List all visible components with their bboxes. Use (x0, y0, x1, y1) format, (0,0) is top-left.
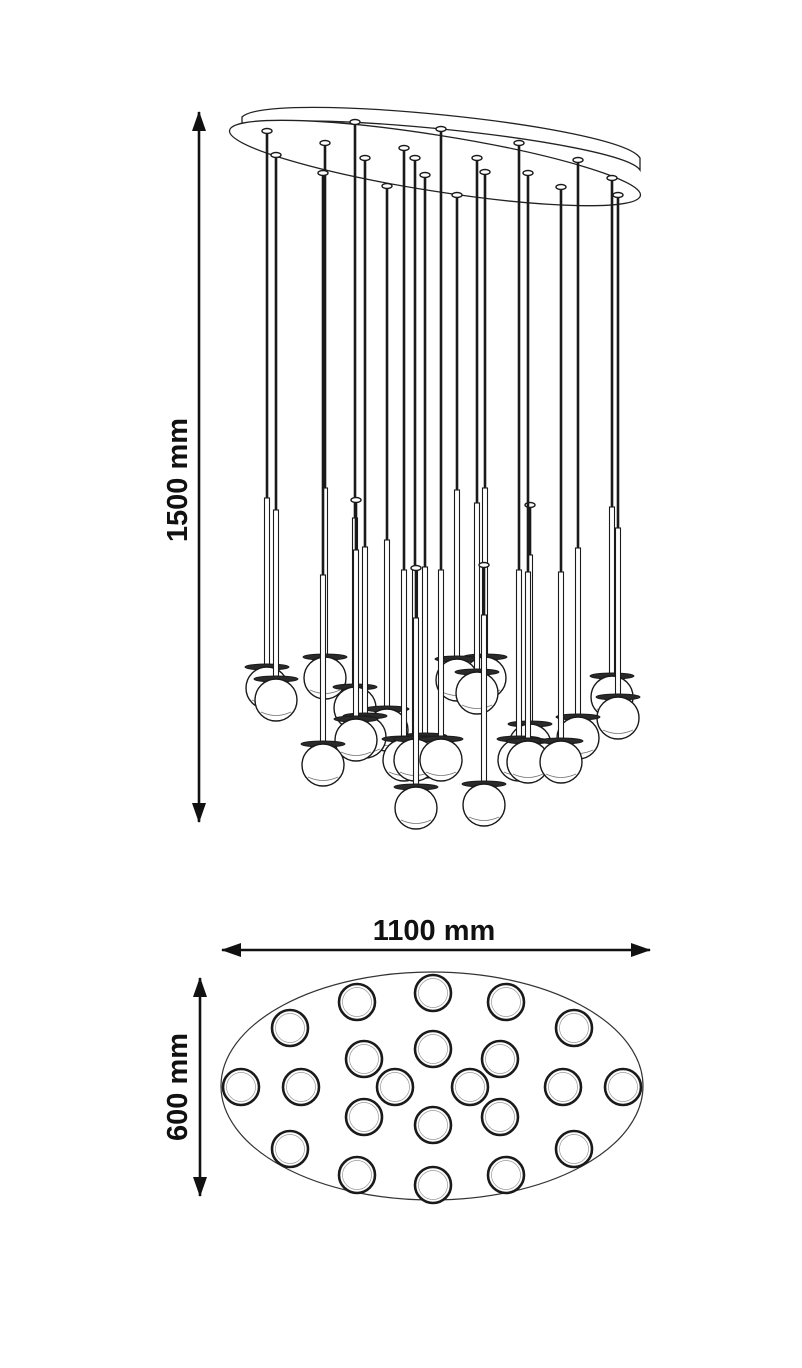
globe-top-view (337, 1155, 377, 1195)
pendant-group (244, 118, 641, 830)
globe-top-view (270, 1129, 310, 1169)
pendant-light (253, 151, 299, 722)
globe-top-view (486, 1155, 526, 1195)
globe-top-view (543, 1067, 583, 1107)
globe-top-view (337, 982, 377, 1022)
globe-top-view (480, 1097, 520, 1137)
pendant-light (589, 174, 635, 719)
pendant-light (244, 127, 290, 710)
globe-top-view (603, 1067, 643, 1107)
globe-top-view (413, 1105, 453, 1145)
globe-top-view (450, 1067, 490, 1107)
pendant-light (333, 496, 379, 762)
globe-top-view (281, 1067, 321, 1107)
globe-top-view (344, 1039, 384, 1079)
pendant-light (342, 154, 388, 759)
globe-top-view (270, 1008, 310, 1048)
globe-top-view (375, 1067, 415, 1107)
globe-top-view (486, 982, 526, 1022)
side-view: 1500 mm (162, 106, 642, 830)
depth-dimension: 600 mm (162, 977, 207, 1197)
depth-label: 600 mm (162, 1033, 194, 1141)
globe-top-view (554, 1129, 594, 1169)
pendant-light (461, 561, 507, 827)
height-label: 1500 mm (162, 418, 194, 542)
top-globe-group (221, 973, 643, 1205)
globe-top-view (554, 1008, 594, 1048)
pendant-light (454, 154, 500, 715)
globe-top-view (344, 1097, 384, 1137)
height-dimension: 1500 mm (162, 111, 206, 823)
globe-top-view (413, 1029, 453, 1069)
pendant-light (505, 169, 551, 784)
globe-top-view (413, 1165, 453, 1205)
pendant-light (538, 183, 584, 784)
pendant-light (300, 169, 346, 787)
globe-top-view (480, 1039, 520, 1079)
pendant-light (595, 191, 641, 740)
ceiling-canopy (228, 106, 642, 207)
globe-top-view (413, 973, 453, 1013)
top-view: 1100 mm 600 mm (162, 915, 651, 1205)
pendant-light (393, 564, 439, 830)
width-label: 1100 mm (373, 915, 496, 947)
globe-top-view (221, 1067, 261, 1107)
width-dimension: 1100 mm (221, 915, 651, 957)
